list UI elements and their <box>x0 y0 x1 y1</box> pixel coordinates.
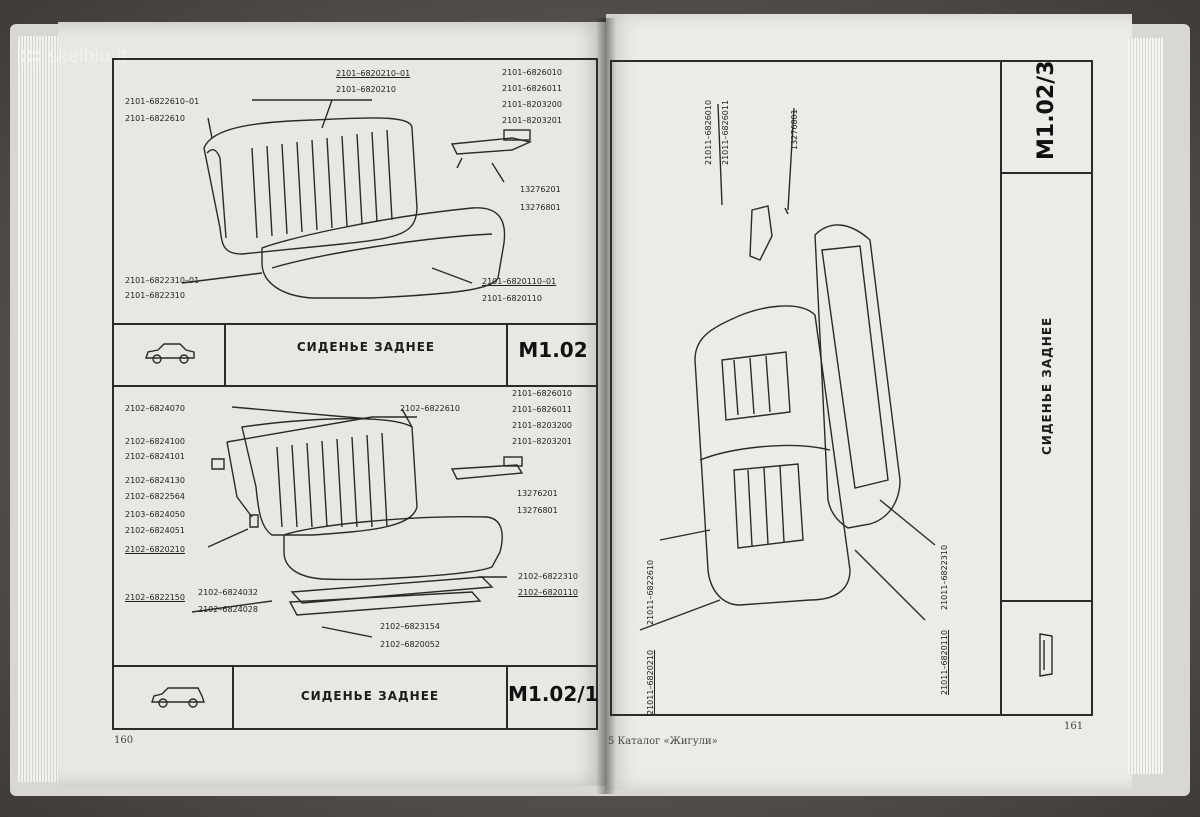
callout-top-6: 2101–6826011 <box>502 84 562 93</box>
callout-bottom-1: 2102–6824070 <box>125 404 185 413</box>
callout-top-12: 2101–6822310 <box>125 291 185 300</box>
wagon-car-icon <box>151 687 205 708</box>
watermark: skelbiu.lt <box>20 46 127 68</box>
page-number-left: 160 <box>114 735 134 746</box>
rear-seat-folded-drawing <box>639 103 936 631</box>
callout-bottom-10: 2102–6822564 <box>125 492 185 501</box>
callout-right-4: 21011–6822610 <box>646 559 655 625</box>
side-title-right: СИДЕНЬЕ ЗАДНЕЕ <box>1040 316 1054 455</box>
callout-top-8: 2101–8203201 <box>502 116 562 125</box>
callout-right-7: 21011–6820110 <box>940 629 949 695</box>
callout-bottom-19: 2102–6820110 <box>518 588 578 597</box>
callout-top-11: 2101–6822310–01 <box>125 276 200 285</box>
footer-catalog-label: 5 Каталог «Жигули» <box>608 736 718 747</box>
page-number-right: 161 <box>1064 721 1084 732</box>
rear-seat-drawing <box>181 99 533 299</box>
callout-right-5: 21011–6820210 <box>646 649 655 715</box>
caption-code-top: М1.02 <box>518 338 588 362</box>
callout-top-13: 2101–6820110–01 <box>482 277 557 286</box>
callout-right-3: 13276801 <box>790 109 799 150</box>
callout-bottom-13: 2102–6824051 <box>125 526 185 535</box>
callout-top-7: 2101–8203200 <box>502 100 562 109</box>
callout-bottom-16: 2102–6822310 <box>518 572 578 581</box>
callout-bottom-2: 2102–6822610 <box>400 404 460 413</box>
page-edges-right <box>1128 38 1164 774</box>
callout-top-4: 2101–6820210 <box>336 85 396 94</box>
callout-top-1: 2101–6822610–01 <box>125 97 200 106</box>
caption-title-top: СИДЕНЬЕ ЗАДНЕЕ <box>296 340 436 354</box>
rear-seat-wagon-drawing <box>191 406 524 638</box>
callout-top-3: 2101–6820210–01 <box>336 69 411 78</box>
callout-right-2: 21011–6826011 <box>721 99 730 165</box>
callout-bottom-8: 2101–8203201 <box>512 437 572 446</box>
callout-top-5: 2101–6826010 <box>502 68 562 77</box>
callout-bottom-18: 2102–6822150 <box>125 593 185 602</box>
callout-bottom-17: 2102–6824032 <box>198 588 258 597</box>
callout-bottom-9: 2102–6824130 <box>125 476 185 485</box>
callout-bottom-7: 2101–8203200 <box>512 421 572 430</box>
callout-bottom-22: 2102–6820052 <box>380 640 440 649</box>
callout-right-6: 21011–6822310 <box>940 544 949 610</box>
callout-top-14: 2101–6820110 <box>482 294 542 303</box>
callout-bottom-12: 2103–6824050 <box>125 510 185 519</box>
callout-bottom-14: 13276801 <box>517 506 558 515</box>
callout-bottom-6: 2102–6824101 <box>125 452 185 461</box>
caption-title-bottom: СИДЕНЬЕ ЗАДНЕЕ <box>300 689 440 703</box>
callout-bottom-11: 13276201 <box>517 489 558 498</box>
right-page-frame <box>610 60 1093 716</box>
callout-bottom-4: 2101–6826011 <box>512 405 572 414</box>
callout-bottom-21: 2102–6823154 <box>380 622 440 631</box>
callout-bottom-5: 2102–6824100 <box>125 437 185 446</box>
left-page-frame <box>112 58 598 730</box>
watermark-logo-icon <box>20 49 42 65</box>
page-edges-left <box>18 36 62 782</box>
car-emblem-icon <box>1039 633 1053 677</box>
callout-top-9: 13276201 <box>520 185 561 194</box>
callout-bottom-3: 2101–6826010 <box>512 389 572 398</box>
callout-bottom-20: 2102–6824028 <box>198 605 258 614</box>
callout-right-1: 21011–6826010 <box>704 99 713 165</box>
callout-bottom-15: 2102–6820210 <box>125 545 185 554</box>
header-code-right: М1.02/3 <box>1034 60 1059 160</box>
callout-top-2: 2101–6822610 <box>125 114 185 123</box>
caption-code-bottom: М1.02/1 <box>508 682 599 706</box>
sedan-car-icon <box>145 343 195 364</box>
watermark-text: skelbiu.lt <box>48 46 127 67</box>
callout-top-10: 13276801 <box>520 203 561 212</box>
